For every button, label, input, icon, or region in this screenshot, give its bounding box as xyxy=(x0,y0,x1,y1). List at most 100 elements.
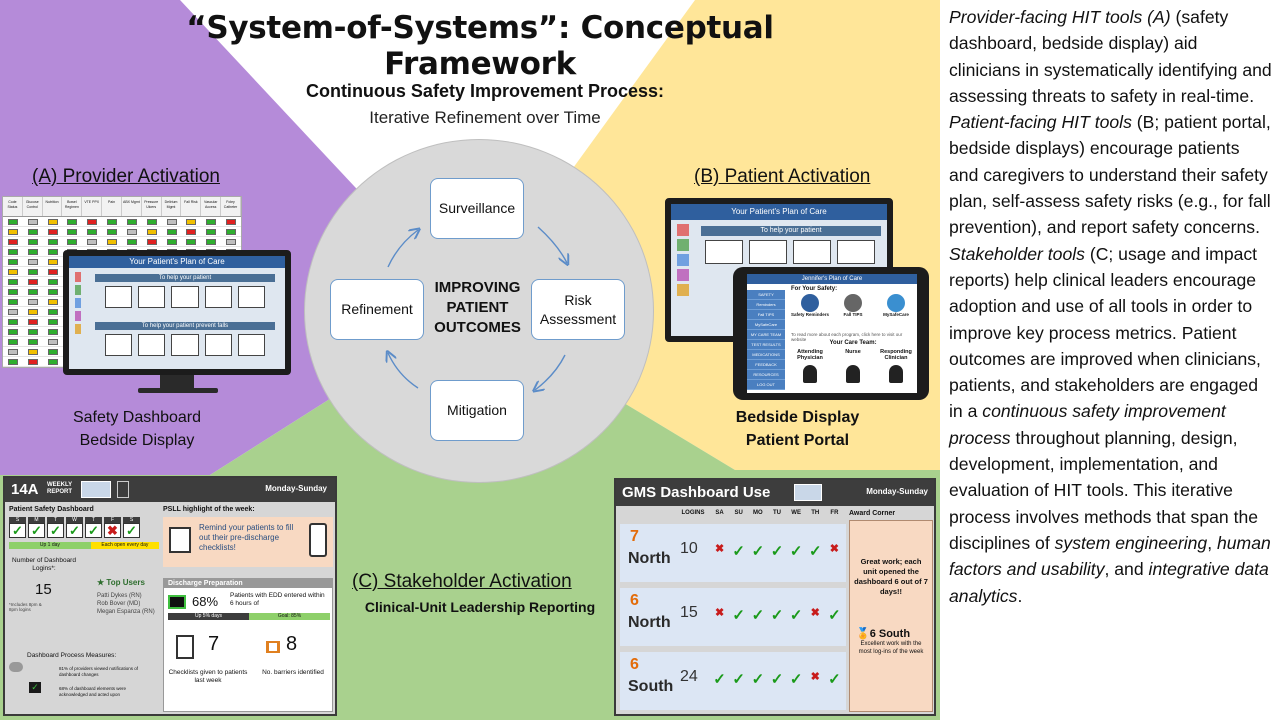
program-icon xyxy=(887,294,905,312)
program-icon xyxy=(801,294,819,312)
tablet-menu-item: RESOURCES xyxy=(747,370,785,380)
check-icon: ✓ xyxy=(751,607,765,624)
gms-unit-number: 6 xyxy=(630,592,639,609)
report-day-row: S✓M✓T✓W✓T✓F✖S✓ xyxy=(9,517,159,538)
tablet-note: To read more about each program, click h… xyxy=(791,332,903,342)
status-dot xyxy=(107,238,118,245)
report-discharge-text: Patients with EDD entered within 6 hours… xyxy=(230,592,325,607)
page-title: “System-of-Systems”: Conceptual Framewor… xyxy=(186,10,774,82)
day-letter: S xyxy=(123,517,140,523)
report-checklists-value: 7 xyxy=(208,633,220,655)
gms-award-title: Award Corner xyxy=(849,510,896,517)
status-dot xyxy=(47,298,58,305)
status-dot xyxy=(47,218,58,225)
status-dot xyxy=(126,228,137,235)
gms-award-unit-row: 🏅6 South xyxy=(850,627,932,640)
grid-cell xyxy=(43,277,63,286)
top-user: Patti Dykes (RN) xyxy=(97,593,142,599)
provider-screen-icons-row2 xyxy=(105,334,266,356)
status-dot xyxy=(7,328,18,335)
status-dot xyxy=(7,248,18,255)
provider-monitor: Your Patient's Plan of Care To help your… xyxy=(63,250,291,377)
status-dot xyxy=(7,308,18,315)
report-discharge-title: Discharge Preparation xyxy=(164,579,332,588)
person-icon xyxy=(846,365,860,383)
grid-cell xyxy=(23,277,43,286)
gms-title: GMS Dashboard Use xyxy=(622,484,771,501)
tablet-team-title: Your Care Team: xyxy=(829,340,877,346)
status-dot xyxy=(47,228,58,235)
desc-part-5: Stakeholder tools xyxy=(949,243,1085,264)
gms-header: TH xyxy=(811,510,820,516)
tablet-program: MySafeCare xyxy=(877,294,915,328)
day-cell: W✓ xyxy=(66,517,83,538)
status-dot xyxy=(27,278,38,285)
patient-monitor-sub: To help your patient xyxy=(701,226,881,236)
grid-cell xyxy=(82,227,102,236)
gms-logins: 15 xyxy=(680,604,698,621)
grid-cell xyxy=(23,237,43,246)
grid-cell xyxy=(3,337,23,346)
provider-screen-title: Your Patient's Plan of Care xyxy=(69,256,285,268)
grid-cell xyxy=(221,227,241,236)
status-dot xyxy=(27,238,38,245)
tablet-program: Fall TIPS xyxy=(834,294,872,328)
x-icon: ✖ xyxy=(810,607,820,619)
grid-cell xyxy=(142,217,162,226)
grid-cell xyxy=(3,357,23,366)
tablet-menu-item: MY CARE TEAM xyxy=(747,330,785,340)
grid-header: Code Status xyxy=(3,197,23,216)
report-barriers-value: 8 xyxy=(286,633,298,655)
report-discharge-bar-left: Up 5% days xyxy=(168,613,249,620)
status-dot xyxy=(47,308,58,315)
report-14a: 14A WEEKLY REPORT Monday-Sunday Patient … xyxy=(3,476,337,716)
check-icon: ✓ xyxy=(732,607,745,624)
status-dot xyxy=(146,218,157,225)
x-icon: ✖ xyxy=(104,523,121,538)
gms-header: SA xyxy=(715,510,724,516)
report-logins-note: *Includes 8pm & 8pm logins xyxy=(9,602,42,612)
grid-cell xyxy=(23,337,43,346)
clipboard-icon xyxy=(169,527,191,553)
report-pslll-title: PSLL highlight of the week: xyxy=(163,506,255,513)
report-chart-icon xyxy=(81,481,111,498)
gms-unit-number: 6 xyxy=(630,656,639,673)
check-icon: ✓ xyxy=(828,607,841,624)
grid-header: Delirium Mgmt xyxy=(162,197,182,216)
grid-header: Glucose Control xyxy=(23,197,43,216)
status-dot xyxy=(166,228,177,235)
check-box-icon: ✓ xyxy=(29,682,41,693)
gms-header: FR xyxy=(830,510,839,516)
grid-cell xyxy=(201,217,221,226)
provider-caption-2: Bedside Display xyxy=(79,432,195,449)
status-dot xyxy=(166,218,177,225)
grid-row xyxy=(3,237,241,247)
provider-monitor-base xyxy=(138,388,218,393)
patient-monitor-title: Your Patient's Plan of Care xyxy=(671,204,887,220)
grid-cell xyxy=(43,287,63,296)
status-dot xyxy=(27,318,38,325)
grid-cell xyxy=(162,237,182,246)
care-team-member: Responding Clinician xyxy=(877,349,915,389)
node-risk-assessment: Risk Assessment xyxy=(531,279,625,340)
node-surveillance: Surveillance xyxy=(430,178,524,239)
grid-header: Pressure Ulcers xyxy=(142,197,162,216)
status-dot xyxy=(47,238,58,245)
patient-caption-1: Bedside Display xyxy=(735,409,860,426)
member-label: Attending Physician xyxy=(797,349,823,361)
x-icon: ✖ xyxy=(810,671,820,683)
gms-marks: ✓✓✓✓✓✖✓ xyxy=(710,670,844,688)
grid-cell xyxy=(23,267,43,276)
grid-cell xyxy=(162,217,182,226)
status-dot xyxy=(27,268,38,275)
program-label: Safety Reminders xyxy=(791,312,830,317)
patient-monitor-side-icons xyxy=(677,224,689,296)
check-icon: ✓ xyxy=(789,671,803,688)
center-label: IMPROVING PATIENT OUTCOMES xyxy=(434,279,521,336)
check-icon: ✓ xyxy=(66,523,83,538)
grid-cell xyxy=(62,227,82,236)
report-left-col: Patient Safety Dashboard S✓M✓T✓W✓T✓F✖S✓ … xyxy=(9,506,159,712)
report-logins-label: Number of Dashboard Logins*: xyxy=(12,557,76,572)
